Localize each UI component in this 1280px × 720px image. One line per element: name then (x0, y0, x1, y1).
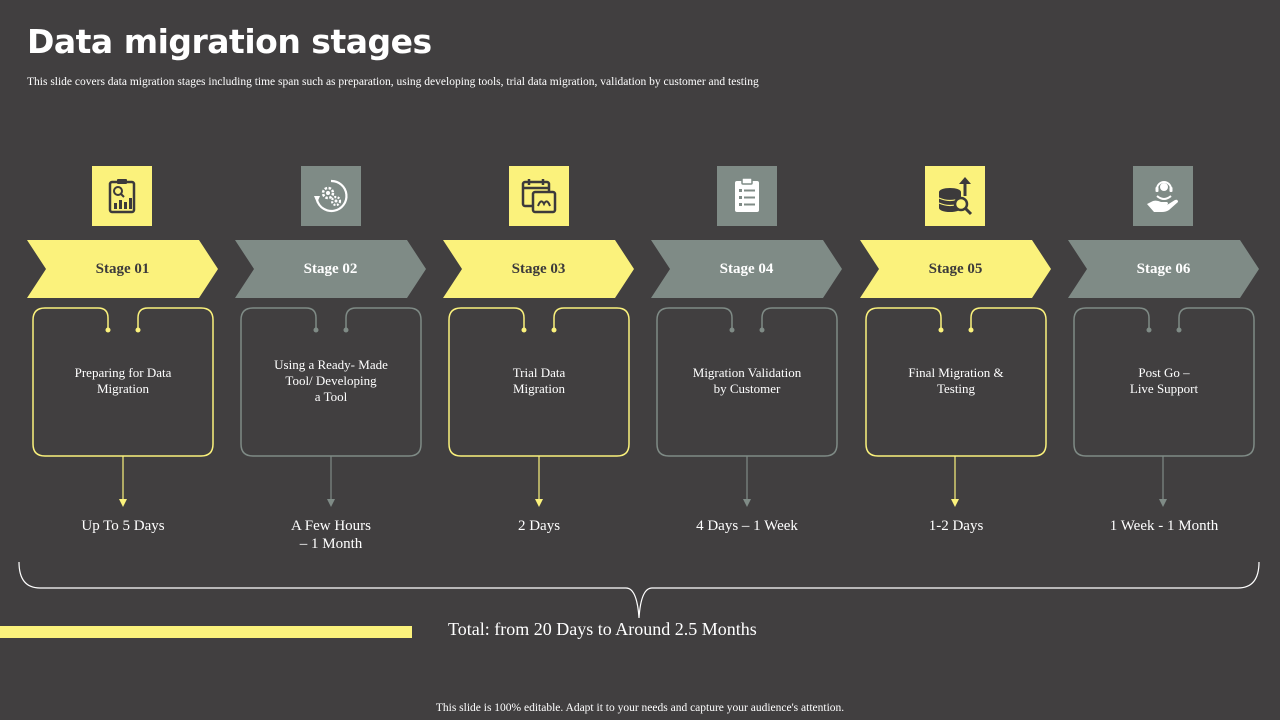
stage-05: Stage 05 Final Migration & Testing 1-2 D… (860, 0, 1060, 720)
stage-description: Post Go – Live Support (1129, 365, 1199, 396)
total-duration: Total: from 20 Days to Around 2.5 Months (448, 619, 757, 639)
stage-description: Trial Data Migration (512, 365, 566, 396)
stage-chevron: Stage 05 (860, 240, 1051, 298)
stage-icon-box (509, 166, 569, 226)
stage-chevron: Stage 01 (27, 240, 218, 298)
stage-chevron: Stage 06 (1068, 240, 1259, 298)
down-arrow-icon (327, 456, 335, 507)
footer-note: This slide is 100% editable. Adapt it to… (435, 702, 845, 714)
stage-label: Stage 05 (928, 260, 983, 277)
down-arrow-icon (1159, 456, 1167, 507)
database-search-icon (938, 177, 973, 216)
stage-02: Stage 02 Using a Ready- Made Tool/ Devel… (235, 0, 435, 720)
total-accent-bar (0, 626, 412, 638)
stage-03: Stage 03 Trial Data Migration 2 Days (443, 0, 643, 720)
stage-icon-box (301, 166, 361, 226)
gear-cycle-icon (314, 179, 348, 213)
stage-icon-box (92, 166, 152, 226)
down-arrow-icon (119, 456, 127, 507)
support-hand-icon (1147, 181, 1178, 212)
stage-label: Stage 04 (719, 260, 774, 277)
stage-chevron: Stage 03 (443, 240, 634, 298)
down-arrow-icon (951, 456, 959, 507)
clipboard-checklist-icon (735, 177, 759, 212)
stage-description: Final Migration & Testing (908, 365, 1004, 396)
stage-icon-box (925, 166, 985, 226)
stage-duration: Up To 5 Days (81, 518, 165, 534)
page-title: Data migration stages (27, 22, 432, 61)
stage-chevron: Stage 02 (235, 240, 426, 298)
stage-description-box (865, 307, 1047, 457)
page-subtitle: This slide covers data migration stages … (27, 76, 759, 88)
stage-description: Preparing for Data Migration (74, 365, 172, 396)
stage-label: Stage 02 (303, 260, 358, 277)
stage-label: Stage 01 (95, 260, 150, 277)
stage-01: Stage 01 Preparing for Data Migration Up… (27, 0, 227, 720)
stage-duration: 1-2 Days (928, 518, 984, 534)
stage-duration: A Few Hours – 1 Month (290, 518, 371, 552)
report-chart-icon (108, 179, 136, 214)
stage-description: Using a Ready- Made Tool/ Developing a T… (274, 357, 388, 404)
stage-duration: 4 Days – 1 Week (696, 518, 798, 534)
stage-description-box (1073, 307, 1255, 457)
stage-06: Stage 06 Post Go – Live Support 1 Week -… (1068, 0, 1268, 720)
down-arrow-icon (535, 456, 543, 507)
stage-duration: 2 Days (517, 518, 561, 534)
stage-icon-box (1133, 166, 1193, 226)
stage-duration: 1 Week - 1 Month (1109, 518, 1219, 534)
stage-description: Migration Validation by Customer (692, 365, 802, 396)
stage-chevron: Stage 04 (651, 240, 842, 298)
down-arrow-icon (743, 456, 751, 507)
stage-label: Stage 03 (511, 260, 566, 277)
stage-icon-box (717, 166, 777, 226)
stage-label: Stage 06 (1136, 260, 1191, 277)
calendar-icon (521, 179, 557, 214)
stage-04: Stage 04 Migration Validation by Custome… (651, 0, 851, 720)
